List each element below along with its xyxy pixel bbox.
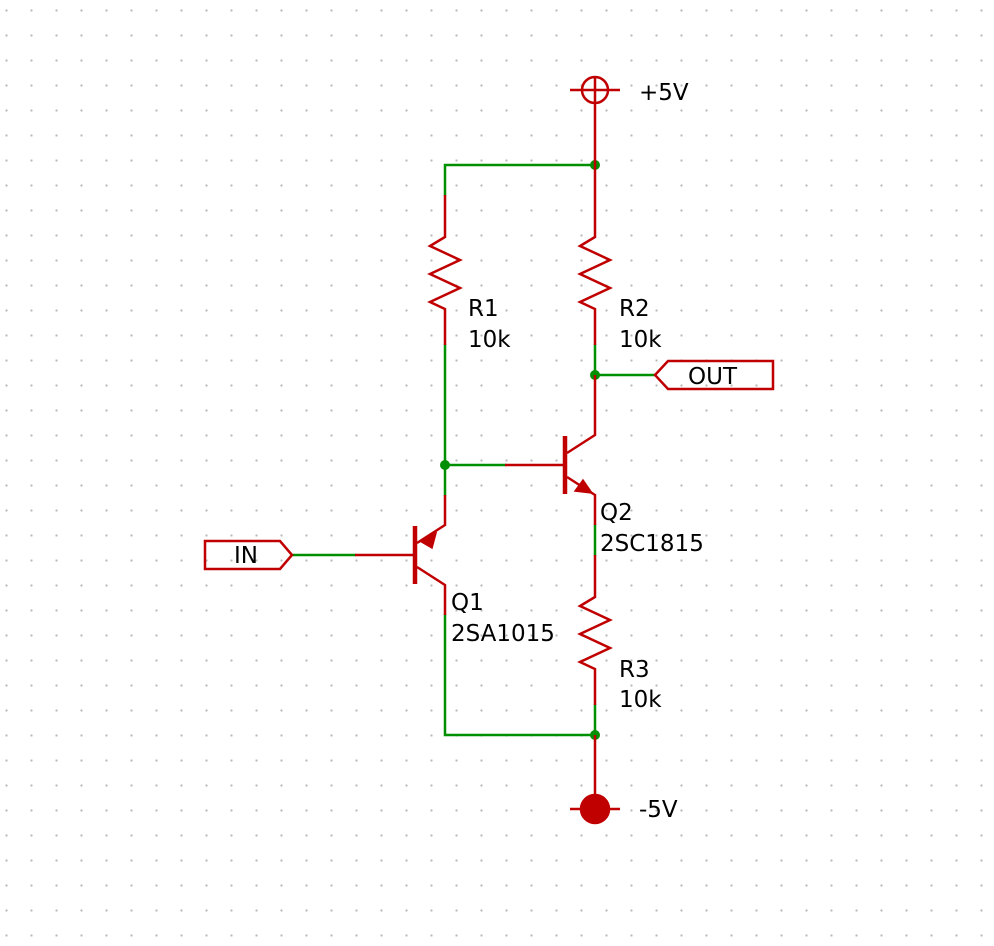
q1-collector bbox=[416, 565, 447, 615]
output-port[interactable] bbox=[653, 359, 775, 391]
resistor-zigzag-icon bbox=[427, 195, 463, 345]
resistor-r3[interactable] bbox=[577, 555, 613, 705]
transistor-q1[interactable] bbox=[355, 495, 447, 615]
q2-value: 2SC1815 bbox=[600, 531, 704, 557]
junctions bbox=[440, 160, 600, 740]
resistor-r2[interactable] bbox=[577, 165, 613, 345]
resistor-r1[interactable] bbox=[427, 195, 463, 345]
power-positive-symbol[interactable] bbox=[570, 75, 620, 165]
power-negative-label: -5V bbox=[639, 797, 678, 823]
power-positive-label: +5V bbox=[639, 80, 689, 106]
q2-collector bbox=[566, 375, 597, 455]
pnp-arrow-icon bbox=[418, 531, 438, 550]
wire-bottom-rail[interactable] bbox=[443, 613, 597, 737]
r2-reference: R2 bbox=[619, 296, 650, 322]
input-port-label: IN bbox=[234, 543, 258, 569]
power-negative-symbol[interactable] bbox=[570, 735, 620, 825]
input-port[interactable] bbox=[203, 539, 294, 571]
r1-reference: R1 bbox=[468, 296, 499, 322]
r3-value: 10k bbox=[619, 687, 662, 713]
npn-arrow-icon bbox=[573, 478, 594, 494]
q2-reference: Q2 bbox=[600, 500, 633, 526]
transistor-q2[interactable] bbox=[505, 375, 597, 525]
q2-emitter bbox=[566, 475, 597, 525]
r1-value: 10k bbox=[468, 327, 511, 353]
resistor-zigzag-icon bbox=[577, 555, 613, 705]
q1-reference: Q1 bbox=[451, 590, 484, 616]
resistor-zigzag-icon bbox=[577, 165, 613, 345]
output-port-label: OUT bbox=[688, 364, 738, 390]
power-dot-icon bbox=[579, 793, 611, 825]
q1-value: 2SA1015 bbox=[451, 621, 555, 647]
wires bbox=[290, 163, 657, 737]
r3-reference: R3 bbox=[619, 657, 650, 683]
wire-top-rail[interactable] bbox=[443, 163, 597, 197]
junction-dot bbox=[440, 460, 450, 470]
r2-value: 10k bbox=[619, 327, 662, 353]
